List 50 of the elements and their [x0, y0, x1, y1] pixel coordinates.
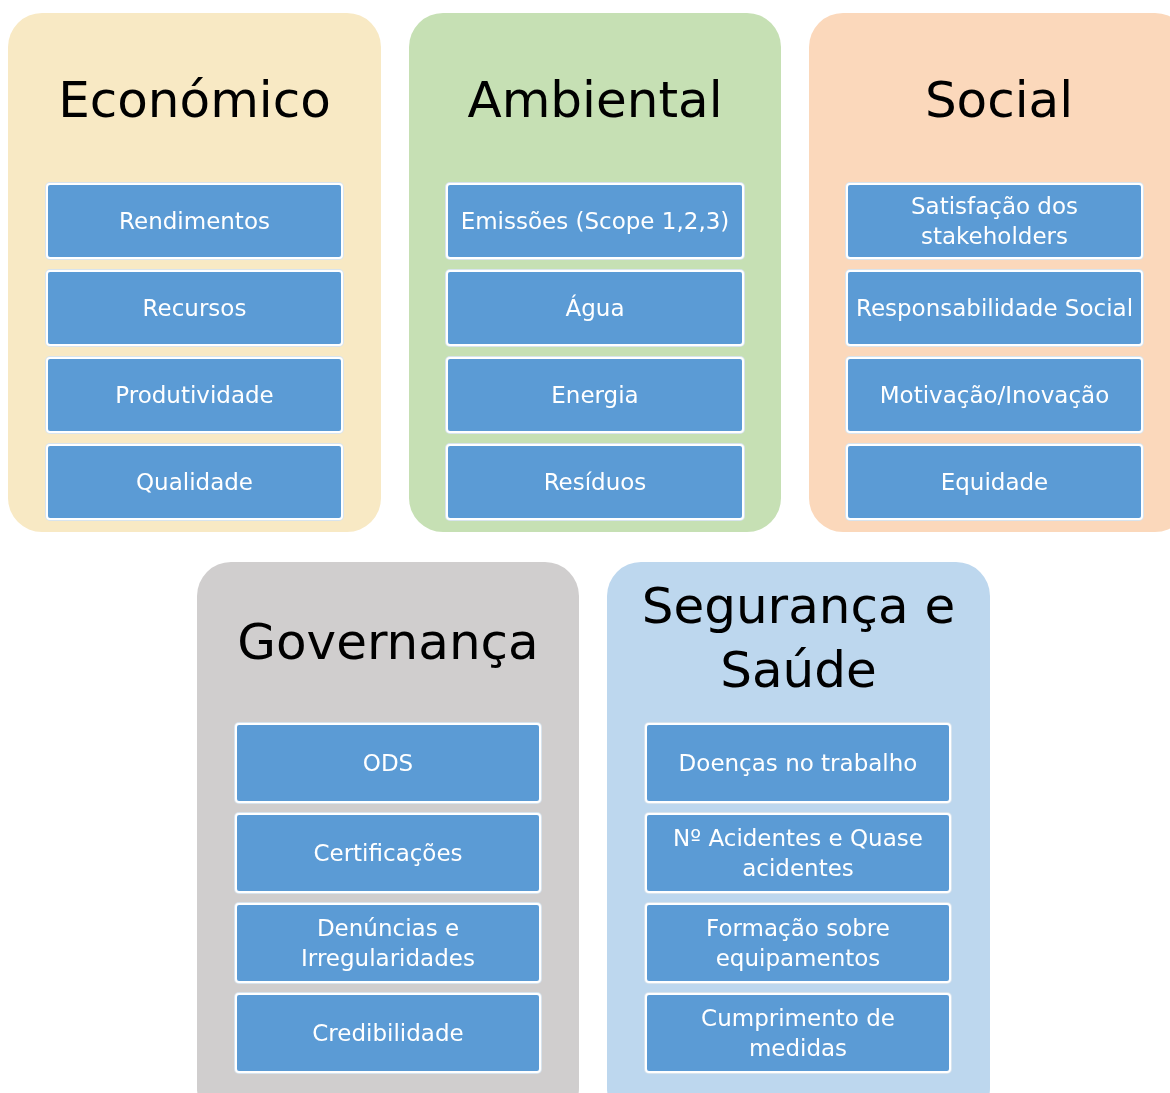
indicator-box — [645, 993, 951, 1073]
indicator-label: Formação sobre equipamentos — [705, 914, 891, 973]
indicator-label: Motivação/Inovação — [878, 381, 1111, 410]
indicator-label: Rendimentos — [118, 207, 271, 236]
indicator-label: Nº Acidentes e Quase acidentes — [672, 824, 924, 883]
indicator-label: Doenças no trabalho — [677, 749, 919, 778]
indicator-label: Recursos — [141, 294, 248, 323]
panel-title: Ambiental — [466, 70, 724, 131]
indicator-box — [846, 357, 1143, 433]
indicator-box — [446, 444, 744, 520]
category-panel — [809, 13, 1170, 532]
indicator-label: Denúncias e Irregularidades — [300, 914, 476, 973]
indicator-box — [446, 357, 744, 433]
panel-title: Económico — [57, 70, 332, 131]
indicator-label: Emissões (Scope 1,2,3) — [459, 207, 731, 236]
indicator-box — [446, 183, 744, 259]
category-panel — [8, 13, 381, 532]
indicator-box — [846, 183, 1143, 259]
indicator-label: Água — [564, 293, 626, 323]
indicator-label: Satisfação dos stakeholders — [909, 192, 1080, 251]
indicator-box — [645, 723, 951, 803]
indicator-box — [645, 813, 951, 893]
indicator-box — [235, 723, 541, 803]
indicator-box — [645, 903, 951, 983]
indicator-label: Energia — [550, 381, 640, 410]
indicator-box — [46, 270, 343, 346]
panel-title: Social — [923, 70, 1075, 131]
indicator-label: Credibilidade — [311, 1019, 465, 1048]
indicator-label: Equidade — [939, 468, 1050, 497]
indicator-label: Responsabilidade Social — [854, 294, 1135, 323]
indicator-box — [846, 444, 1143, 520]
indicator-label: Qualidade — [135, 468, 254, 497]
indicator-label: ODS — [361, 749, 415, 778]
indicator-box — [846, 270, 1143, 346]
indicator-box — [46, 444, 343, 520]
indicator-box — [235, 813, 541, 893]
indicator-box — [235, 903, 541, 983]
category-panel — [197, 562, 579, 1093]
category-panel — [409, 13, 781, 532]
indicator-box — [46, 357, 343, 433]
indicator-label: Resíduos — [542, 468, 648, 497]
indicator-label: Produtividade — [114, 381, 275, 410]
indicator-label: Cumprimento de medidas — [700, 1004, 896, 1063]
panel-title: Governança — [236, 612, 540, 673]
panel-title: Segurança e Saúde — [640, 576, 957, 701]
indicator-box — [446, 270, 744, 346]
indicator-label: Certificações — [312, 839, 464, 868]
indicator-box — [235, 993, 541, 1073]
category-panel — [607, 562, 990, 1093]
indicator-box — [46, 183, 343, 259]
